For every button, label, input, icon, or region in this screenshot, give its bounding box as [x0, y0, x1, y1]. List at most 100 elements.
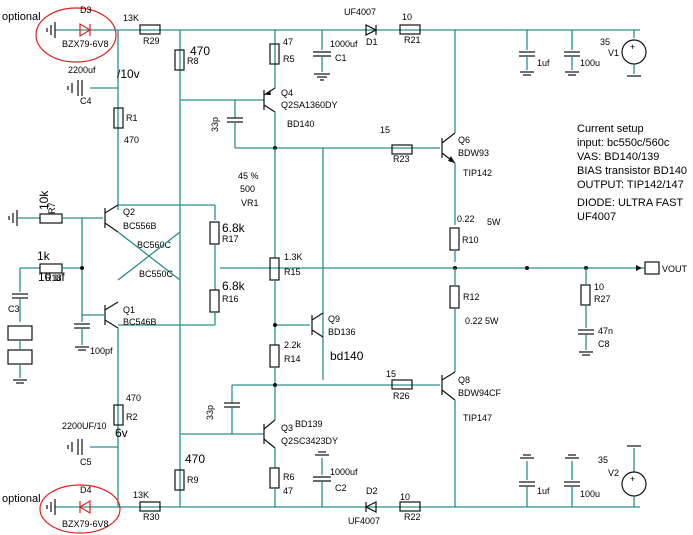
transistor-q6	[441, 132, 456, 164]
r9-ref: R9	[187, 475, 199, 485]
c4-ref: C4	[80, 96, 92, 106]
resistor-r22	[399, 501, 421, 512]
q8-note: TIP147	[463, 413, 492, 423]
diode-d1	[365, 24, 378, 36]
d1-ref: D1	[366, 37, 378, 47]
v2-value: 35	[598, 455, 608, 465]
resistor-r17	[209, 221, 220, 245]
q6-note: TIP142	[463, 168, 492, 178]
r23-value: 15	[380, 125, 390, 135]
r7-value: 10k	[37, 190, 51, 210]
c5-value: 2200UF/10	[62, 421, 107, 431]
resistor-r2	[113, 404, 124, 426]
r27-value: 10	[594, 282, 604, 292]
r22-value: 10	[400, 492, 410, 502]
r26-ref: R26	[393, 391, 410, 401]
q1-ref: Q1	[123, 305, 135, 315]
q8-part: BDW94CF	[458, 388, 502, 398]
cap-top-100u: 100u	[580, 58, 600, 68]
resistor-r8	[174, 49, 185, 71]
d1-value: UF4007	[344, 7, 376, 17]
r12-ref: R12	[463, 292, 480, 302]
q9-part: BD136	[328, 327, 356, 337]
r10-power: 5W	[487, 217, 501, 227]
r5-ref: R5	[283, 54, 295, 64]
resistor-r16	[209, 289, 220, 313]
note-setup-title: Current setup	[577, 123, 644, 135]
resistor-r14	[269, 344, 280, 368]
transistor-q3	[263, 419, 276, 449]
r12-value: 0.22 5W	[465, 316, 499, 326]
r26-value: 15	[386, 369, 396, 379]
resistor-r12	[449, 285, 460, 309]
resistor-r9	[174, 469, 185, 491]
r23-ref: R23	[393, 154, 410, 164]
r10-ref: R10	[462, 235, 479, 245]
c2-value: 1000uf	[330, 467, 358, 477]
vr1-ref: VR1	[241, 198, 259, 208]
note-input: input: bc550c/560c	[577, 137, 670, 149]
q2-note: BC560C	[137, 240, 172, 250]
c33p-bottom-label: 33p	[205, 405, 215, 420]
vout-terminal	[644, 261, 660, 275]
note-output: OUTPUT: TIP142/147	[577, 179, 684, 191]
diode-d2	[364, 501, 377, 513]
r21-ref: R21	[404, 35, 421, 45]
q1-note: BC550C	[139, 269, 174, 279]
optional-highlight-bottom	[39, 484, 121, 534]
zener-d4	[46, 499, 118, 515]
cap-100pf-label: 100pf	[90, 346, 113, 356]
resistor-r1	[113, 107, 124, 129]
q4-ref: Q4	[281, 88, 293, 98]
v1-ref: V1	[608, 48, 619, 58]
q3-ref: Q3	[281, 423, 293, 433]
r2-value: 470	[126, 393, 141, 403]
c5-note: 6v	[115, 426, 128, 440]
vout-label: VOUT	[662, 264, 688, 274]
r1-ref: R1	[126, 113, 138, 123]
r30-value: 13K	[133, 490, 149, 500]
resistor-r7	[39, 213, 63, 224]
note-diode: DIODE: ULTRA FAST	[577, 197, 683, 209]
r29-value: 13K	[123, 13, 139, 23]
transistor-q9	[311, 312, 324, 338]
r7-ref: R7	[47, 202, 57, 214]
zener-d3	[46, 22, 118, 38]
c8-ref: C8	[598, 339, 610, 349]
r17-ref: R17	[222, 234, 239, 244]
input-connector-a	[7, 325, 33, 341]
r29-ref: R29	[143, 36, 160, 46]
optional-highlight-top	[35, 7, 117, 63]
q1-part: BC546B	[123, 317, 157, 327]
r14-ref: R14	[284, 354, 301, 364]
r5-value: 47	[283, 37, 293, 47]
r2-ref: R2	[126, 412, 138, 422]
q4-note: BD140	[287, 119, 315, 129]
r6-value: 47	[283, 486, 293, 496]
c3-ref: C3	[8, 304, 20, 314]
c1-ref: C1	[335, 53, 347, 63]
resistor-r27	[580, 284, 591, 306]
transistor-q2	[104, 204, 119, 233]
q9-note: bd140	[330, 349, 364, 363]
resistor-r6	[269, 467, 280, 489]
q6-part: BDW93	[458, 148, 489, 158]
c4-note: /10v	[117, 67, 140, 81]
note-bias: BIAS transistor BD140	[577, 165, 687, 177]
r15-value: 1.3K	[284, 252, 303, 262]
resistor-r23	[391, 144, 413, 155]
q2-ref: Q2	[123, 207, 135, 217]
resistor-r10	[449, 227, 460, 251]
r18-ref: R18	[45, 273, 62, 283]
resistor-r30	[139, 501, 161, 512]
r17-value: 6.8k	[222, 221, 246, 235]
note-vas: VAS: BD140/139	[577, 151, 659, 163]
c8-value: 47n	[598, 326, 613, 336]
r15-ref: R15	[284, 267, 301, 277]
d4-part-label: BZX79-6V8	[62, 519, 109, 529]
transistor-q8	[441, 371, 456, 401]
q8-ref: Q8	[458, 375, 470, 385]
d3-label: D3	[80, 5, 92, 15]
r18-value: 1k	[37, 249, 51, 263]
